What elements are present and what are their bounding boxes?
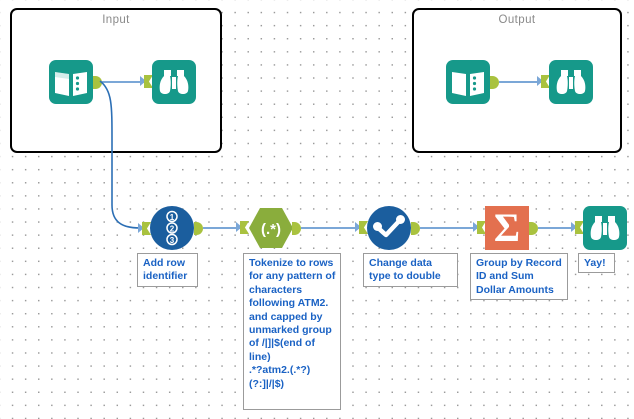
final-browse-tool[interactable] (583, 206, 627, 250)
record-id-output-anchor[interactable] (194, 222, 203, 235)
select-icon (367, 206, 411, 250)
browse-input-anchor[interactable] (144, 75, 153, 88)
connection-wire (499, 81, 542, 83)
record-id-tool[interactable]: 1 2 3 (150, 206, 194, 250)
input-container-title: Input (102, 14, 130, 26)
connection-wire (538, 227, 576, 229)
regex-input-anchor[interactable] (240, 221, 249, 234)
select-tool[interactable] (367, 206, 411, 250)
record-id-icon: 1 2 3 (150, 206, 194, 250)
regex-output-anchor[interactable] (292, 222, 301, 235)
wire-arrowhead (140, 76, 146, 86)
summarize-output-anchor[interactable] (529, 222, 538, 235)
connection-wire (301, 227, 360, 229)
final-browse-input-anchor[interactable] (575, 221, 584, 234)
svg-text:1: 1 (170, 213, 175, 222)
book-icon (49, 60, 93, 104)
select-output-anchor[interactable] (411, 222, 420, 235)
summarize-input-anchor[interactable] (477, 221, 486, 234)
svg-text:(.*): (.*) (261, 221, 281, 238)
input-data-tool[interactable] (49, 60, 93, 104)
wire-arrowhead (236, 222, 242, 232)
output-browse-input-anchor[interactable] (541, 75, 550, 88)
binoculars-icon (152, 60, 196, 104)
select-input-anchor[interactable] (359, 221, 368, 234)
summarize-tool[interactable]: Σ (485, 206, 529, 250)
svg-text:3: 3 (170, 236, 175, 245)
regex-annotation[interactable]: Tokenize to rows for any pattern of char… (243, 253, 341, 410)
wire-arrowhead (138, 223, 144, 233)
connection-wire (203, 227, 241, 229)
output-input-data-output-anchor[interactable] (490, 76, 499, 89)
select-annotation[interactable]: Change data type to double (363, 253, 458, 287)
svg-text:Σ: Σ (494, 206, 520, 250)
summarize-annotation[interactable]: Group by Record ID and Sum Dollar Amount… (470, 253, 568, 300)
record-id-annotation[interactable]: Add row identifier (137, 253, 198, 287)
wire-arrowhead (355, 222, 361, 232)
book-icon (446, 60, 490, 104)
connection-wire (420, 227, 478, 229)
browse-annotation[interactable]: Yay! (578, 253, 615, 273)
output-container-title: Output (498, 14, 536, 26)
wire-arrowhead (473, 222, 479, 232)
regex-tool[interactable]: (.*) (248, 206, 293, 250)
binoculars-icon (583, 206, 627, 250)
sigma-icon: Σ (485, 206, 529, 250)
input-data-output-anchor[interactable] (93, 76, 102, 89)
browse-tool[interactable] (152, 60, 196, 104)
regex-icon: (.*) (249, 208, 293, 248)
svg-text:2: 2 (170, 225, 175, 234)
output-input-data-tool[interactable] (446, 60, 490, 104)
binoculars-icon (549, 60, 593, 104)
wire-arrowhead (571, 222, 577, 232)
record-id-input-anchor[interactable] (142, 222, 151, 235)
output-browse-tool[interactable] (549, 60, 593, 104)
connection-wire (102, 81, 145, 83)
wire-arrowhead (537, 76, 543, 86)
